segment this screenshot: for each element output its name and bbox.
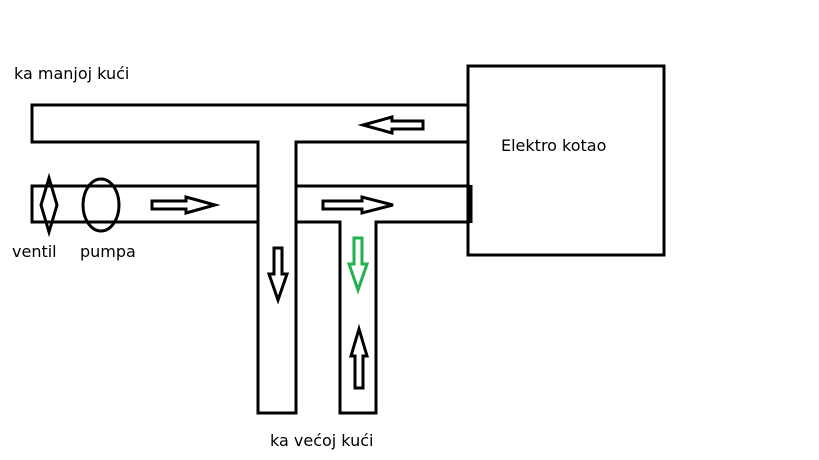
boiler-box: [466, 64, 666, 257]
arrow-right-icon: [321, 195, 394, 215]
supply-pipe-top-edge: [30, 184, 258, 224]
label-boiler: Elektro kotao: [501, 136, 607, 155]
label-pump: pumpa: [80, 242, 136, 261]
arrow-up-icon: [348, 323, 370, 390]
label-valve: ventil: [12, 242, 57, 261]
arrow-left-icon: [357, 115, 425, 135]
arrow-down-icon: [266, 246, 290, 305]
arrow-down-green-icon: [346, 236, 370, 295]
pump-icon: [81, 177, 121, 233]
label-larger-house: ka većoj kući: [270, 431, 374, 450]
supply-branch: [296, 220, 470, 415]
valve-icon: [39, 172, 59, 238]
label-smaller-house: ka manjoj kući: [14, 64, 130, 83]
arrow-right-icon: [150, 195, 221, 215]
